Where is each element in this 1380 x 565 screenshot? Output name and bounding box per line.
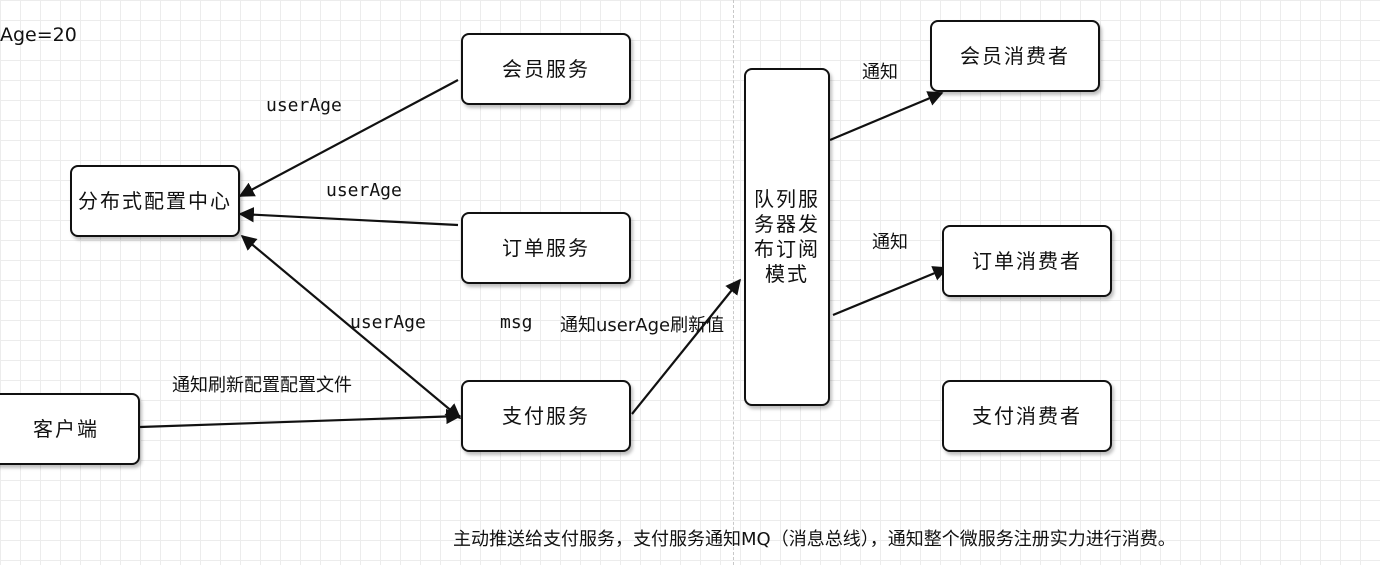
edge-queue-to-order-consumer[interactable]: [832, 266, 949, 317]
queue-server-label: 队列服务器发布订阅模式: [754, 187, 820, 286]
edge-label-client-notify: 通知刷新配置配置文件: [172, 375, 352, 396]
edge-label-notify-refresh-value: 通知userAge刷新值: [560, 315, 725, 336]
order-service-node[interactable]: 订单服务: [461, 212, 631, 284]
order-consumer-node[interactable]: 订单消费者: [942, 225, 1112, 297]
edge-label-msg: msg: [500, 312, 533, 333]
config-center-node[interactable]: 分布式配置中心: [70, 165, 240, 237]
queue-server-node[interactable]: 队列服务器发布订阅模式: [744, 68, 830, 406]
edge-client-to-payment[interactable]: [139, 408, 462, 429]
edge-label-order-userage: userAge: [326, 180, 402, 201]
edge-order-to-config[interactable]: [238, 207, 459, 227]
client-node[interactable]: 客户端: [0, 393, 140, 465]
edge-payment-to-queue[interactable]: [631, 278, 741, 415]
member-service-node[interactable]: 会员服务: [461, 33, 631, 105]
edge-config-payment[interactable]: [240, 235, 462, 419]
edge-queue-to-member-consumer[interactable]: [829, 91, 944, 142]
top-left-label: Age=20: [0, 24, 77, 46]
edge-label-notify-order: 通知: [872, 232, 908, 253]
payment-service-node[interactable]: 支付服务: [461, 380, 631, 452]
footer-note: 主动推送给支付服务，支付服务通知MQ（消息总线），通知整个微服务注册实力进行消费…: [453, 529, 1176, 550]
edge-member-to-config[interactable]: [238, 79, 459, 197]
payment-consumer-node[interactable]: 支付消费者: [942, 380, 1112, 452]
edge-label-member-userage: userAge: [266, 95, 342, 116]
edge-label-payment-userage: userAge: [350, 312, 426, 333]
edge-label-notify-member: 通知: [862, 62, 898, 83]
member-consumer-node[interactable]: 会员消费者: [930, 20, 1100, 92]
